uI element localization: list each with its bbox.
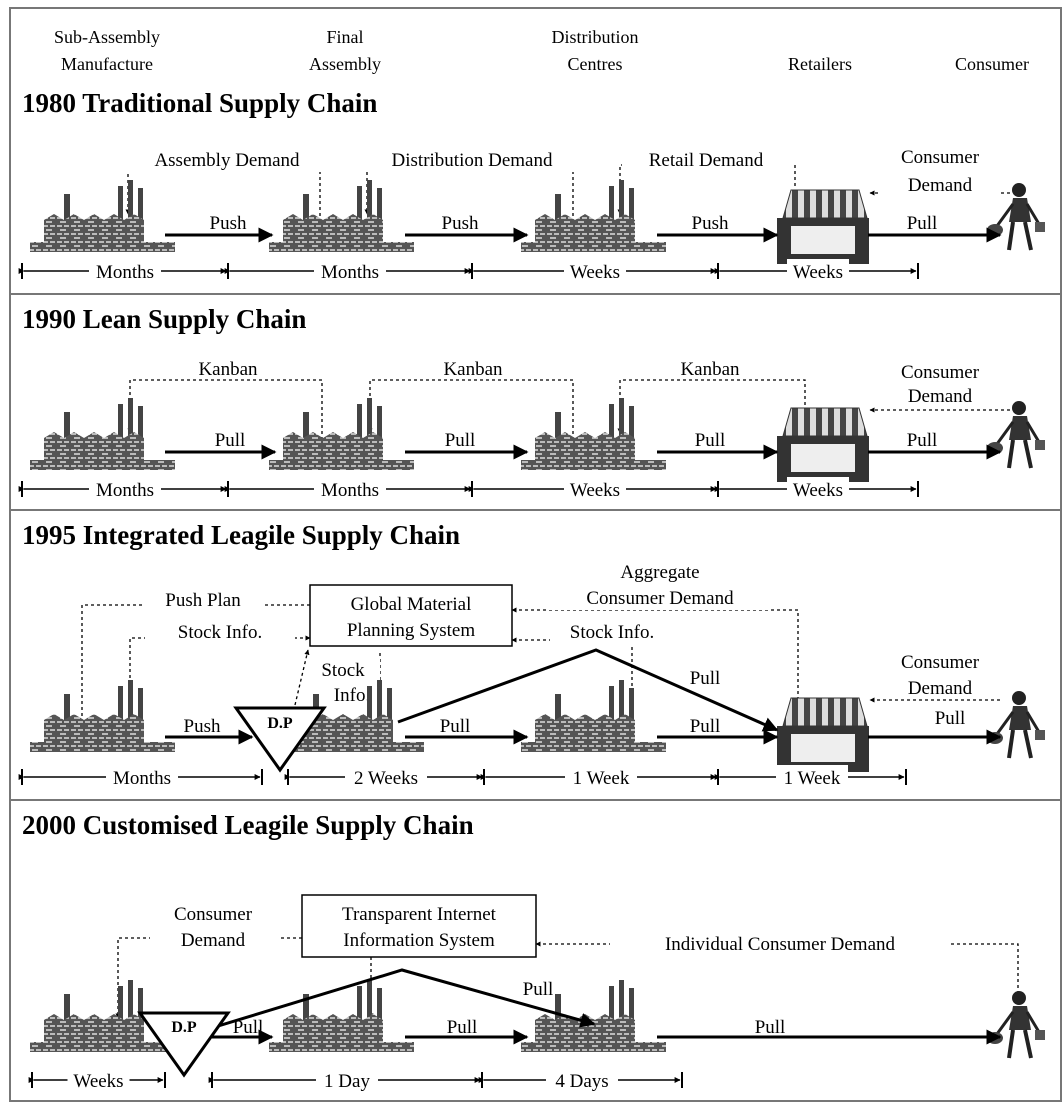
stage-label: Retailers [788,54,852,74]
panel-1990: 1990 Lean Supply Chain Kanban Kanban Kan… [18,304,1045,501]
duration-scale: 1 Day 4 Days [208,1068,683,1092]
factory-icon [269,180,414,252]
flow-label: Pull [690,668,721,689]
panel-title: 2000 Customised Leagile Supply Chain [22,810,474,840]
info-label: Stock Info. [178,622,262,643]
stage-label: Consumer [955,54,1029,74]
duration-scale: Months Months Weeks Weeks [18,477,919,501]
panel-1995: 1995 Integrated Leagile Supply Chain Glo… [18,520,1045,789]
demand-label: Distribution Demand [392,150,553,171]
panel-2000: 2000 Customised Leagile Supply Chain Tra… [22,810,1045,1092]
duration-label: Weeks [793,262,843,283]
factory-icon [30,180,175,252]
flow-label: Pull [907,430,938,451]
flow-label: Pull [215,430,246,451]
duration-label: Weeks [73,1071,123,1092]
system-box [309,584,513,647]
factory-icon [269,980,414,1052]
factory-icon [521,680,666,752]
flow-label: Pull [907,213,938,234]
duration-scale: Months Months Weeks Weeks [18,259,919,283]
panel-title: 1980 Traditional Supply Chain [22,88,377,118]
flow-label: Pull [755,1017,786,1038]
flow-label: Pull [447,1017,478,1038]
decoupling-point-icon: D.P [233,706,327,773]
duration-label: Months [113,768,171,789]
panel-1980: 1980 Traditional Supply Chain Assembly D… [18,88,1045,283]
consumer-icon [987,401,1045,469]
duration-label: Months [321,262,379,283]
flow-label: Pull [695,430,726,451]
kanban-label: Kanban [443,359,503,380]
duration-label: 4 Days [555,1071,608,1092]
kanban-label: Kanban [680,359,740,380]
duration-label: 2 Weeks [354,768,418,789]
shop-icon [777,407,869,482]
flow-label: Pull [935,708,966,729]
factory-icon [30,980,175,1052]
dp-label: D.P [171,1019,197,1036]
duration-label: Weeks [793,480,843,501]
duration-scale: Months [18,765,263,789]
duration-label: 1 Week [784,768,841,789]
flow-label: Push [210,213,247,234]
decoupling-point-icon: D.P [137,1011,231,1078]
flow-label: Pull [233,1017,264,1038]
factory-icon [521,398,666,470]
duration-scale: 2 Weeks 1 Week 1 Week [284,765,907,789]
factory-icon [521,980,666,1052]
demand-lines [125,164,1010,222]
panel-title: 1990 Lean Supply Chain [22,304,306,334]
flow-label: Pull [690,716,721,737]
duration-label: Months [321,480,379,501]
info-label: Stock Info. [570,622,654,643]
flow-label: Push [692,213,729,234]
shop-icon [777,189,869,264]
consumer-icon [987,691,1045,759]
flow-label: Pull [523,979,554,1000]
duration-label: Weeks [570,262,620,283]
factory-icon [269,398,414,470]
demand-label: Assembly Demand [154,150,300,171]
flow-label: Pull [445,430,476,451]
panel-title: 1995 Integrated Leagile Supply Chain [22,520,460,550]
info-label: Individual Consumer Demand [665,934,896,955]
duration-label: 1 Week [573,768,630,789]
consumer-icon [987,991,1045,1059]
duration-label: 1 Day [324,1071,370,1092]
flow-label: Push [442,213,479,234]
consumer-icon [987,183,1045,251]
factory-icon [30,398,175,470]
duration-scale: Weeks [28,1068,166,1092]
duration-label: Weeks [570,480,620,501]
system-box [301,894,537,958]
duration-label: Months [96,480,154,501]
info-label: Push Plan [165,590,241,611]
factory-icon [521,180,666,252]
flow-label: Push [184,716,221,737]
kanban-label: Kanban [198,359,258,380]
shop-icon [777,697,869,772]
duration-label: Months [96,262,154,283]
frame [9,7,1062,1102]
factory-icon [30,680,175,752]
demand-label: Retail Demand [649,150,764,171]
dp-label: D.P [267,715,293,732]
flow-label: Pull [440,716,471,737]
